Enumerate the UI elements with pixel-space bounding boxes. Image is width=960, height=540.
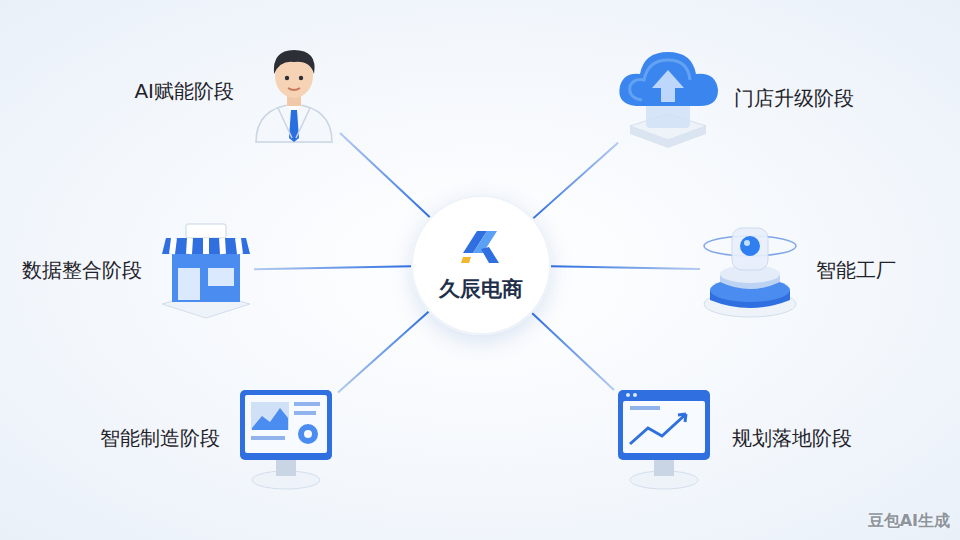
stage-label: 门店升级阶段 xyxy=(734,85,854,112)
stage-label: 智能制造阶段 xyxy=(100,425,220,452)
stage-label: 数据整合阶段 xyxy=(22,257,142,284)
stage-node: 智能制造阶段 xyxy=(238,388,336,488)
spoke-line xyxy=(340,133,430,217)
stage-node: 规划落地阶段 xyxy=(616,388,714,488)
stage-label: 规划落地阶段 xyxy=(732,425,852,452)
spoke-line xyxy=(532,313,614,390)
brand-logo xyxy=(459,227,503,267)
stage-node: AI赋能阶段 xyxy=(252,42,338,140)
stage-label: 智能工厂 xyxy=(816,257,896,284)
trend-monitor-icon xyxy=(610,384,718,492)
doctor-icon xyxy=(248,38,340,142)
spoke-line xyxy=(254,266,411,269)
hub-title: 久辰电商 xyxy=(411,275,551,303)
store-icon xyxy=(156,218,256,322)
cloud-upgrade-icon xyxy=(612,44,724,152)
stage-label: AI赋能阶段 xyxy=(134,78,234,105)
smart-factory-icon xyxy=(696,216,804,322)
stage-node: 智能工厂 xyxy=(702,222,798,318)
spoke-line xyxy=(338,312,429,393)
dashboard-monitor-icon xyxy=(232,384,340,492)
watermark: 豆包AI生成 xyxy=(868,511,950,532)
spoke-line xyxy=(551,266,700,269)
spoke-line xyxy=(533,143,618,219)
hub-circle: 久辰电商 xyxy=(411,195,551,335)
stage-node: 数据整合阶段 xyxy=(160,222,252,318)
stage-node: 门店升级阶段 xyxy=(620,48,716,148)
